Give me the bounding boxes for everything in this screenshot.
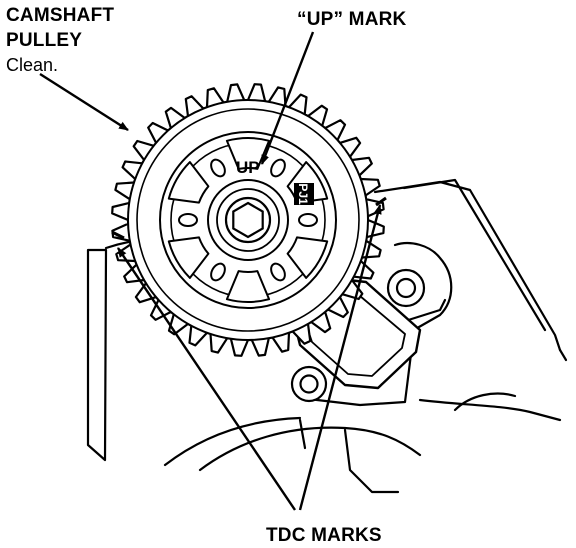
up-mark-leader-arrow (260, 31, 315, 165)
up-stamp: UP (236, 158, 260, 177)
hub-hole (178, 213, 198, 227)
hub-hole (270, 158, 286, 178)
side-mark-stamp: PJ1 (296, 183, 310, 205)
engine-housing (86, 178, 568, 494)
up-mark-label: “UP” MARK (297, 9, 407, 30)
spoke-window (225, 137, 271, 170)
center-hex-bolt (224, 196, 272, 244)
spoke-window (286, 236, 329, 279)
hub-hole (210, 158, 226, 178)
camshaft-leader-arrow (39, 72, 129, 132)
tdc-right-leader-arrow (298, 204, 382, 511)
spoke-window (167, 236, 210, 279)
tdc-mark-notches (111, 196, 387, 240)
spoke-window (225, 270, 271, 303)
camshaft-clean-note: Clean. (6, 55, 59, 75)
tdc-mark-left (111, 230, 125, 240)
side-mark-box (294, 183, 314, 205)
spoke-window (167, 161, 210, 204)
hub-hole (270, 262, 286, 282)
tdc-mark-right (375, 196, 387, 207)
camshaft-pulley-label-line1: CAMSHAFT (6, 5, 115, 26)
bracket-bolt-upper (386, 268, 426, 308)
pulley-hub-holes (178, 158, 318, 282)
leader-arrows (39, 31, 382, 511)
bracket-bolt-lower (290, 365, 328, 403)
hub-hole (210, 262, 226, 282)
camshaft-pulley-label-line2: PULLEY (6, 30, 83, 51)
hub-hole (298, 213, 318, 227)
tdc-marks-label: TDC MARKS (266, 525, 382, 546)
pulley-spoke-windows (167, 137, 329, 303)
tdc-left-leader-arrow (117, 247, 296, 511)
